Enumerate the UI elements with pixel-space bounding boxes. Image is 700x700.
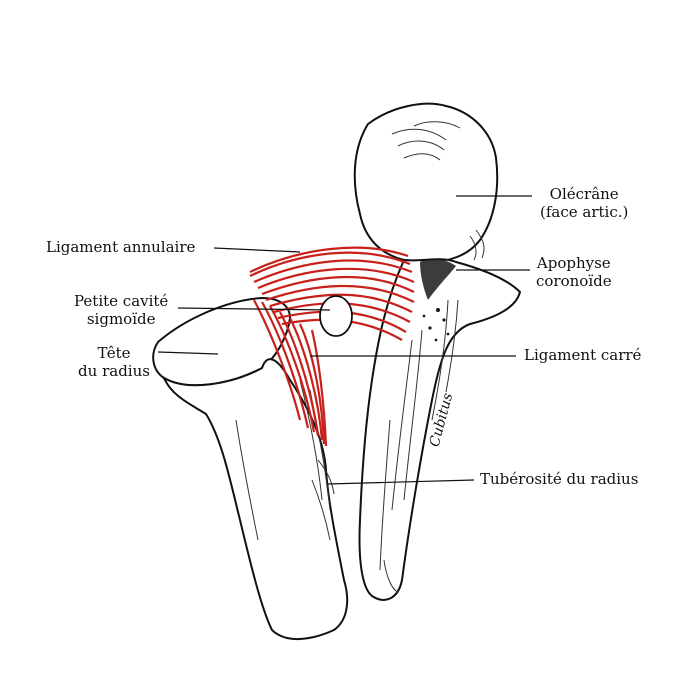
label-petite-cavite-line1: Petite cavité [74, 292, 169, 310]
leader-petite-cavite [177, 307, 331, 311]
ulna-shaft [358, 258, 522, 601]
label-tete-du-radius: Tête du radius [72, 344, 156, 380]
label-petite-cavite-sigmoide: Petite cavité sigmoïde [74, 292, 168, 328]
leader-ligament-annulaire [213, 247, 301, 253]
label-olecrane: Olécrâne (face artic.) [540, 185, 628, 221]
label-olecrane-line2: (face artic.) [540, 203, 629, 221]
label-apophyse-line1: Apophyse [536, 254, 611, 272]
olecranon [353, 102, 499, 264]
label-tete-line1: Tête [97, 344, 131, 362]
ulna-shading [379, 121, 485, 593]
leader-tete-radius [157, 351, 219, 355]
ligament-annulaire [249, 246, 415, 341]
ulna-bone [353, 102, 522, 601]
label-ligament-annulaire: Ligament annulaire [46, 238, 196, 256]
label-tete-line2: du radius [78, 362, 150, 380]
leader-lines [157, 195, 532, 485]
petite-cavite-sigmoide [319, 295, 353, 337]
label-apophyse-line2: coronoïde [536, 272, 612, 290]
coronoid-hatching [420, 258, 456, 342]
label-apophyse-coronoide: Apophyse coronoïde [536, 254, 612, 290]
label-ligament-carre: Ligament carré [524, 346, 642, 364]
leader-tuberosite [327, 479, 475, 485]
label-petite-cavite-line2: sigmoïde [86, 310, 156, 328]
label-tuberosite-du-radius: Tubérosité du radius [480, 470, 639, 488]
label-olecrane-line1: Olécrâne [549, 185, 619, 203]
radius-shaft [161, 358, 349, 641]
ligament-carre [253, 299, 328, 447]
